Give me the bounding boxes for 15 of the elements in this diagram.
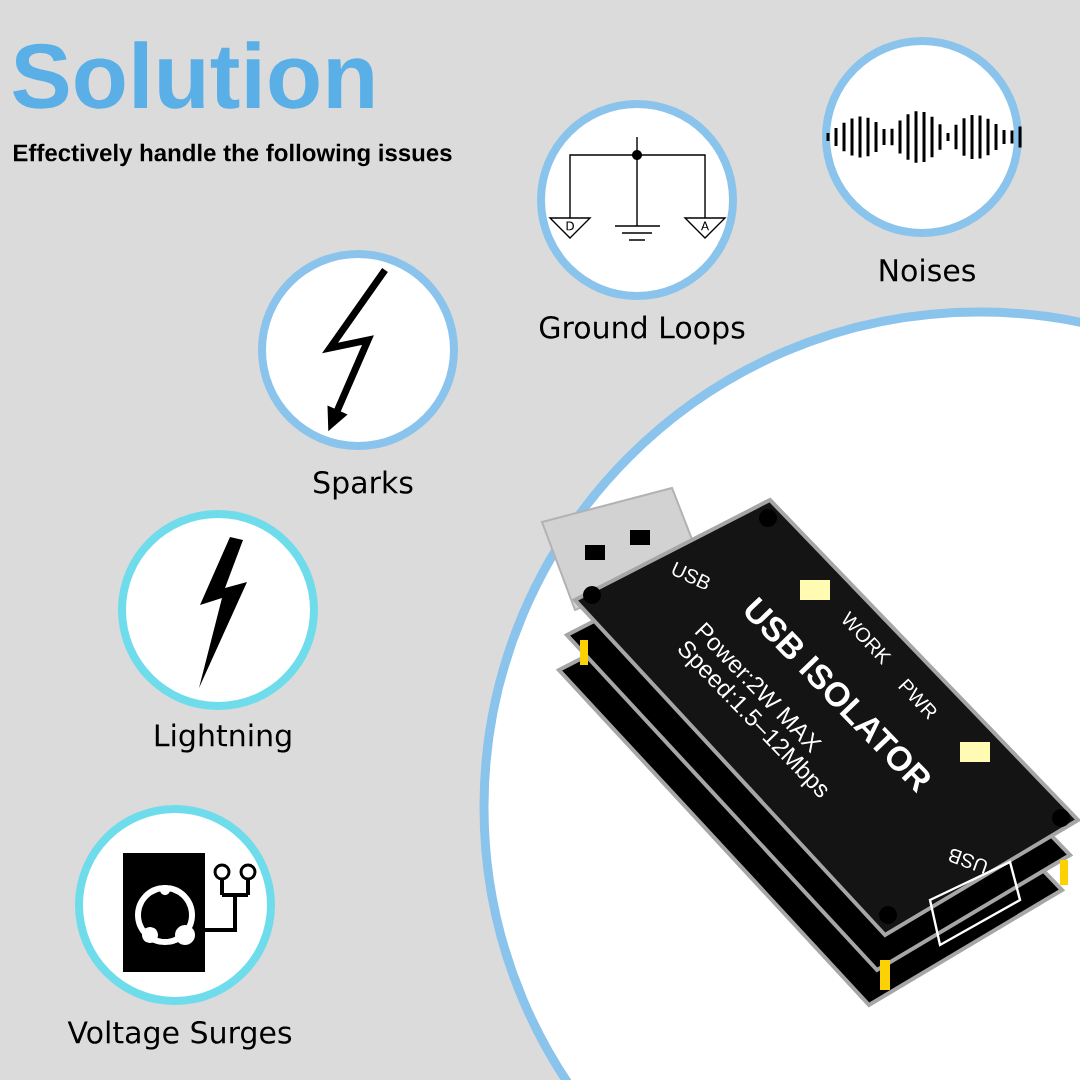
issue-label: Sparks [314, 470, 413, 500]
issue-circle [822, 37, 1022, 237]
ground-symbol-label: D [566, 221, 574, 231]
issue-circle [258, 250, 458, 450]
device-label: USB [949, 849, 987, 874]
issue-label: Ground Loops [540, 315, 745, 345]
issue-circle [537, 100, 737, 300]
issue-label: Lightning [155, 723, 291, 753]
device-label: USB [672, 561, 710, 590]
issue-label: Noises [880, 258, 975, 282]
issue-label: Voltage Surges [67, 1020, 292, 1050]
subtitle: Effectively handle the following issues [14, 143, 452, 167]
title: Solution [13, 41, 373, 109]
issue-circle [118, 510, 318, 710]
ground-symbol-label: A [701, 221, 710, 231]
